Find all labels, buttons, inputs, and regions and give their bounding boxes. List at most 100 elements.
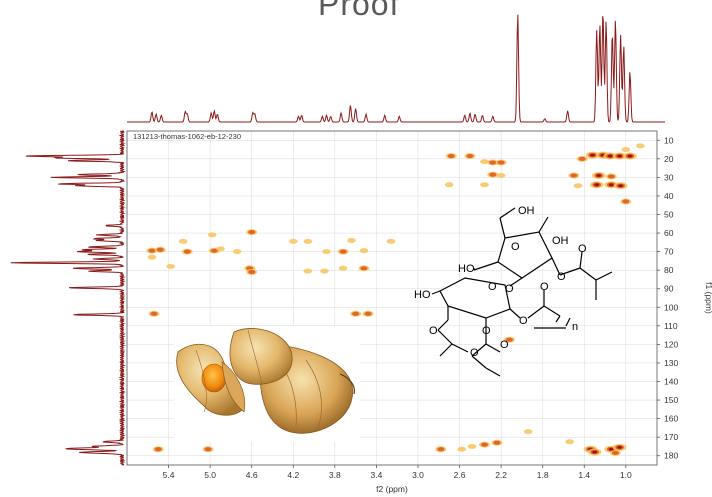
cross-peak-47 [303, 268, 313, 274]
y-tick-label-8: 90 [664, 284, 674, 294]
proof-watermark: Proof [318, 0, 400, 22]
cross-peak-36 [322, 249, 331, 255]
y-tick-label-17: 180 [664, 451, 678, 461]
cross-peak-28 [154, 246, 166, 253]
cross-peak-40 [386, 238, 396, 244]
x-tick-label-6: 3.0 [412, 470, 424, 480]
cross-peak-3 [487, 159, 499, 166]
cross-peak-16 [636, 143, 645, 149]
y-tick-label-16: 170 [664, 432, 678, 442]
y-axis-ticks: 1020304050607080901001101201301401501601… [657, 135, 678, 461]
label-o-carb-l: O [470, 347, 479, 359]
y-tick-label-13: 140 [664, 377, 678, 387]
cross-peak-45 [338, 265, 348, 271]
cross-peak-50 [350, 310, 362, 317]
cross-peak-54 [202, 446, 214, 453]
cross-peak-32 [216, 246, 225, 252]
cross-peak-37 [337, 248, 349, 255]
cross-peak-9 [585, 151, 600, 159]
y-axis-title: f1 (ppm) [704, 282, 712, 314]
cross-peak-63 [587, 448, 602, 456]
label-o-chain-carb: O [540, 281, 549, 293]
chemical-structure [431, 207, 613, 377]
cross-peak-0 [445, 153, 457, 160]
label-ho-left: HO [414, 289, 431, 301]
x-tick-label-7: 2.6 [454, 470, 466, 480]
cross-peak-44 [246, 269, 258, 276]
cross-peak-58 [478, 441, 491, 448]
cross-peak-41 [147, 254, 157, 260]
y-tick-label-6: 70 [664, 247, 674, 257]
cross-peak-48 [320, 268, 329, 274]
y-tick-label-1: 20 [664, 154, 674, 164]
y-tick-label-7: 80 [664, 265, 674, 275]
cross-peak-12 [612, 152, 627, 160]
cross-peak-23 [573, 183, 583, 189]
y-tick-label-9: 100 [664, 302, 678, 312]
cross-peak-14 [576, 155, 588, 162]
cross-peak-25 [207, 232, 217, 238]
label-o-ester-r: O [557, 271, 566, 283]
cross-peak-29 [181, 248, 193, 255]
x-tick-label-4: 3.8 [329, 470, 341, 480]
cross-peak-22 [613, 182, 628, 190]
plot-frame [126, 130, 658, 466]
f2-projection-trace [127, 14, 665, 123]
cross-peak-39 [359, 248, 369, 254]
f1-projection-trace [10, 130, 126, 466]
cross-peaks [146, 143, 645, 456]
y-tick-label-5: 60 [664, 228, 674, 238]
x-tick-label-3: 4.2 [287, 470, 299, 480]
cross-peak-66 [609, 449, 622, 456]
label-o-ring6: O [488, 281, 497, 293]
cross-peak-5 [487, 171, 499, 178]
x-tick-label-1: 5.0 [204, 470, 216, 480]
cross-peak-34 [288, 238, 298, 244]
cross-peak-2 [480, 159, 489, 165]
cross-peak-38 [347, 237, 356, 243]
label-ho-mid: HO [458, 263, 475, 275]
label-o-carb-r: O [578, 243, 587, 255]
y-tick-label-2: 30 [664, 172, 674, 182]
cross-peak-17 [568, 172, 580, 179]
physalis-photo [174, 326, 360, 442]
chemical-labels: OH OH HO HO O O O O O O O O O O O n [414, 205, 587, 359]
label-o-link: O [505, 283, 514, 295]
x-tick-label-0: 5.4 [163, 470, 175, 480]
cross-peak-8 [444, 182, 454, 188]
label-o-chain: O [519, 315, 528, 327]
y-tick-label-3: 40 [664, 191, 674, 201]
cross-peak-61 [565, 439, 575, 445]
cross-peak-19 [605, 173, 617, 180]
cross-peak-30 [178, 238, 188, 244]
cross-peak-6 [496, 173, 506, 179]
y-tick-label-4: 50 [664, 210, 674, 220]
label-oh-top: OH [518, 205, 535, 217]
cross-peak-26 [246, 229, 258, 236]
cross-peak-46 [358, 265, 370, 272]
cross-peak-27 [146, 247, 158, 254]
label-n-subscript: n [572, 321, 578, 333]
x-tick-label-5: 3.4 [370, 470, 382, 480]
cross-peak-52 [503, 336, 516, 343]
x-axis-title: f2 (ppm) [376, 484, 408, 494]
label-o-ring5: O [511, 241, 520, 253]
cross-peak-1 [464, 153, 476, 160]
cross-peak-20 [589, 181, 604, 189]
cross-peak-65 [612, 443, 627, 451]
y-tick-label-15: 160 [664, 414, 678, 424]
label-o-carb-b: O [500, 339, 509, 351]
x-tick-label-11: 1.0 [620, 470, 632, 480]
cross-peak-13 [623, 152, 637, 160]
cross-peak-56 [457, 446, 466, 452]
y-tick-label-10: 110 [664, 321, 678, 331]
label-oh-right: OH [552, 235, 569, 247]
x-tick-label-8: 2.2 [495, 470, 507, 480]
label-o-ester-b: O [482, 325, 491, 337]
cross-peak-53 [152, 446, 164, 453]
cross-peak-7 [480, 182, 489, 188]
cross-peak-18 [591, 172, 606, 180]
cross-peak-33 [232, 249, 242, 255]
